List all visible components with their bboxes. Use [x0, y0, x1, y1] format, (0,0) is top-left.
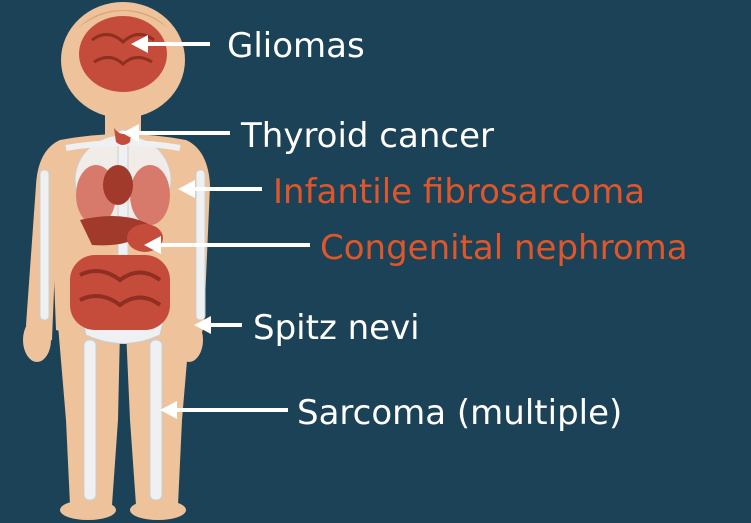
label-spitz-nevi: Spitz nevi — [253, 311, 420, 345]
intestines — [70, 255, 170, 330]
label-congenital-nephroma: Congenital nephroma — [320, 231, 688, 265]
arrow-infantile — [178, 180, 262, 198]
brain — [79, 16, 167, 92]
label-gliomas: Gliomas — [227, 29, 365, 63]
label-sarcoma-multiple: Sarcoma (multiple) — [297, 396, 622, 430]
label-infantile-fibrosarcoma: Infantile fibrosarcoma — [273, 175, 645, 209]
label-thyroid-cancer: Thyroid cancer — [241, 119, 494, 153]
